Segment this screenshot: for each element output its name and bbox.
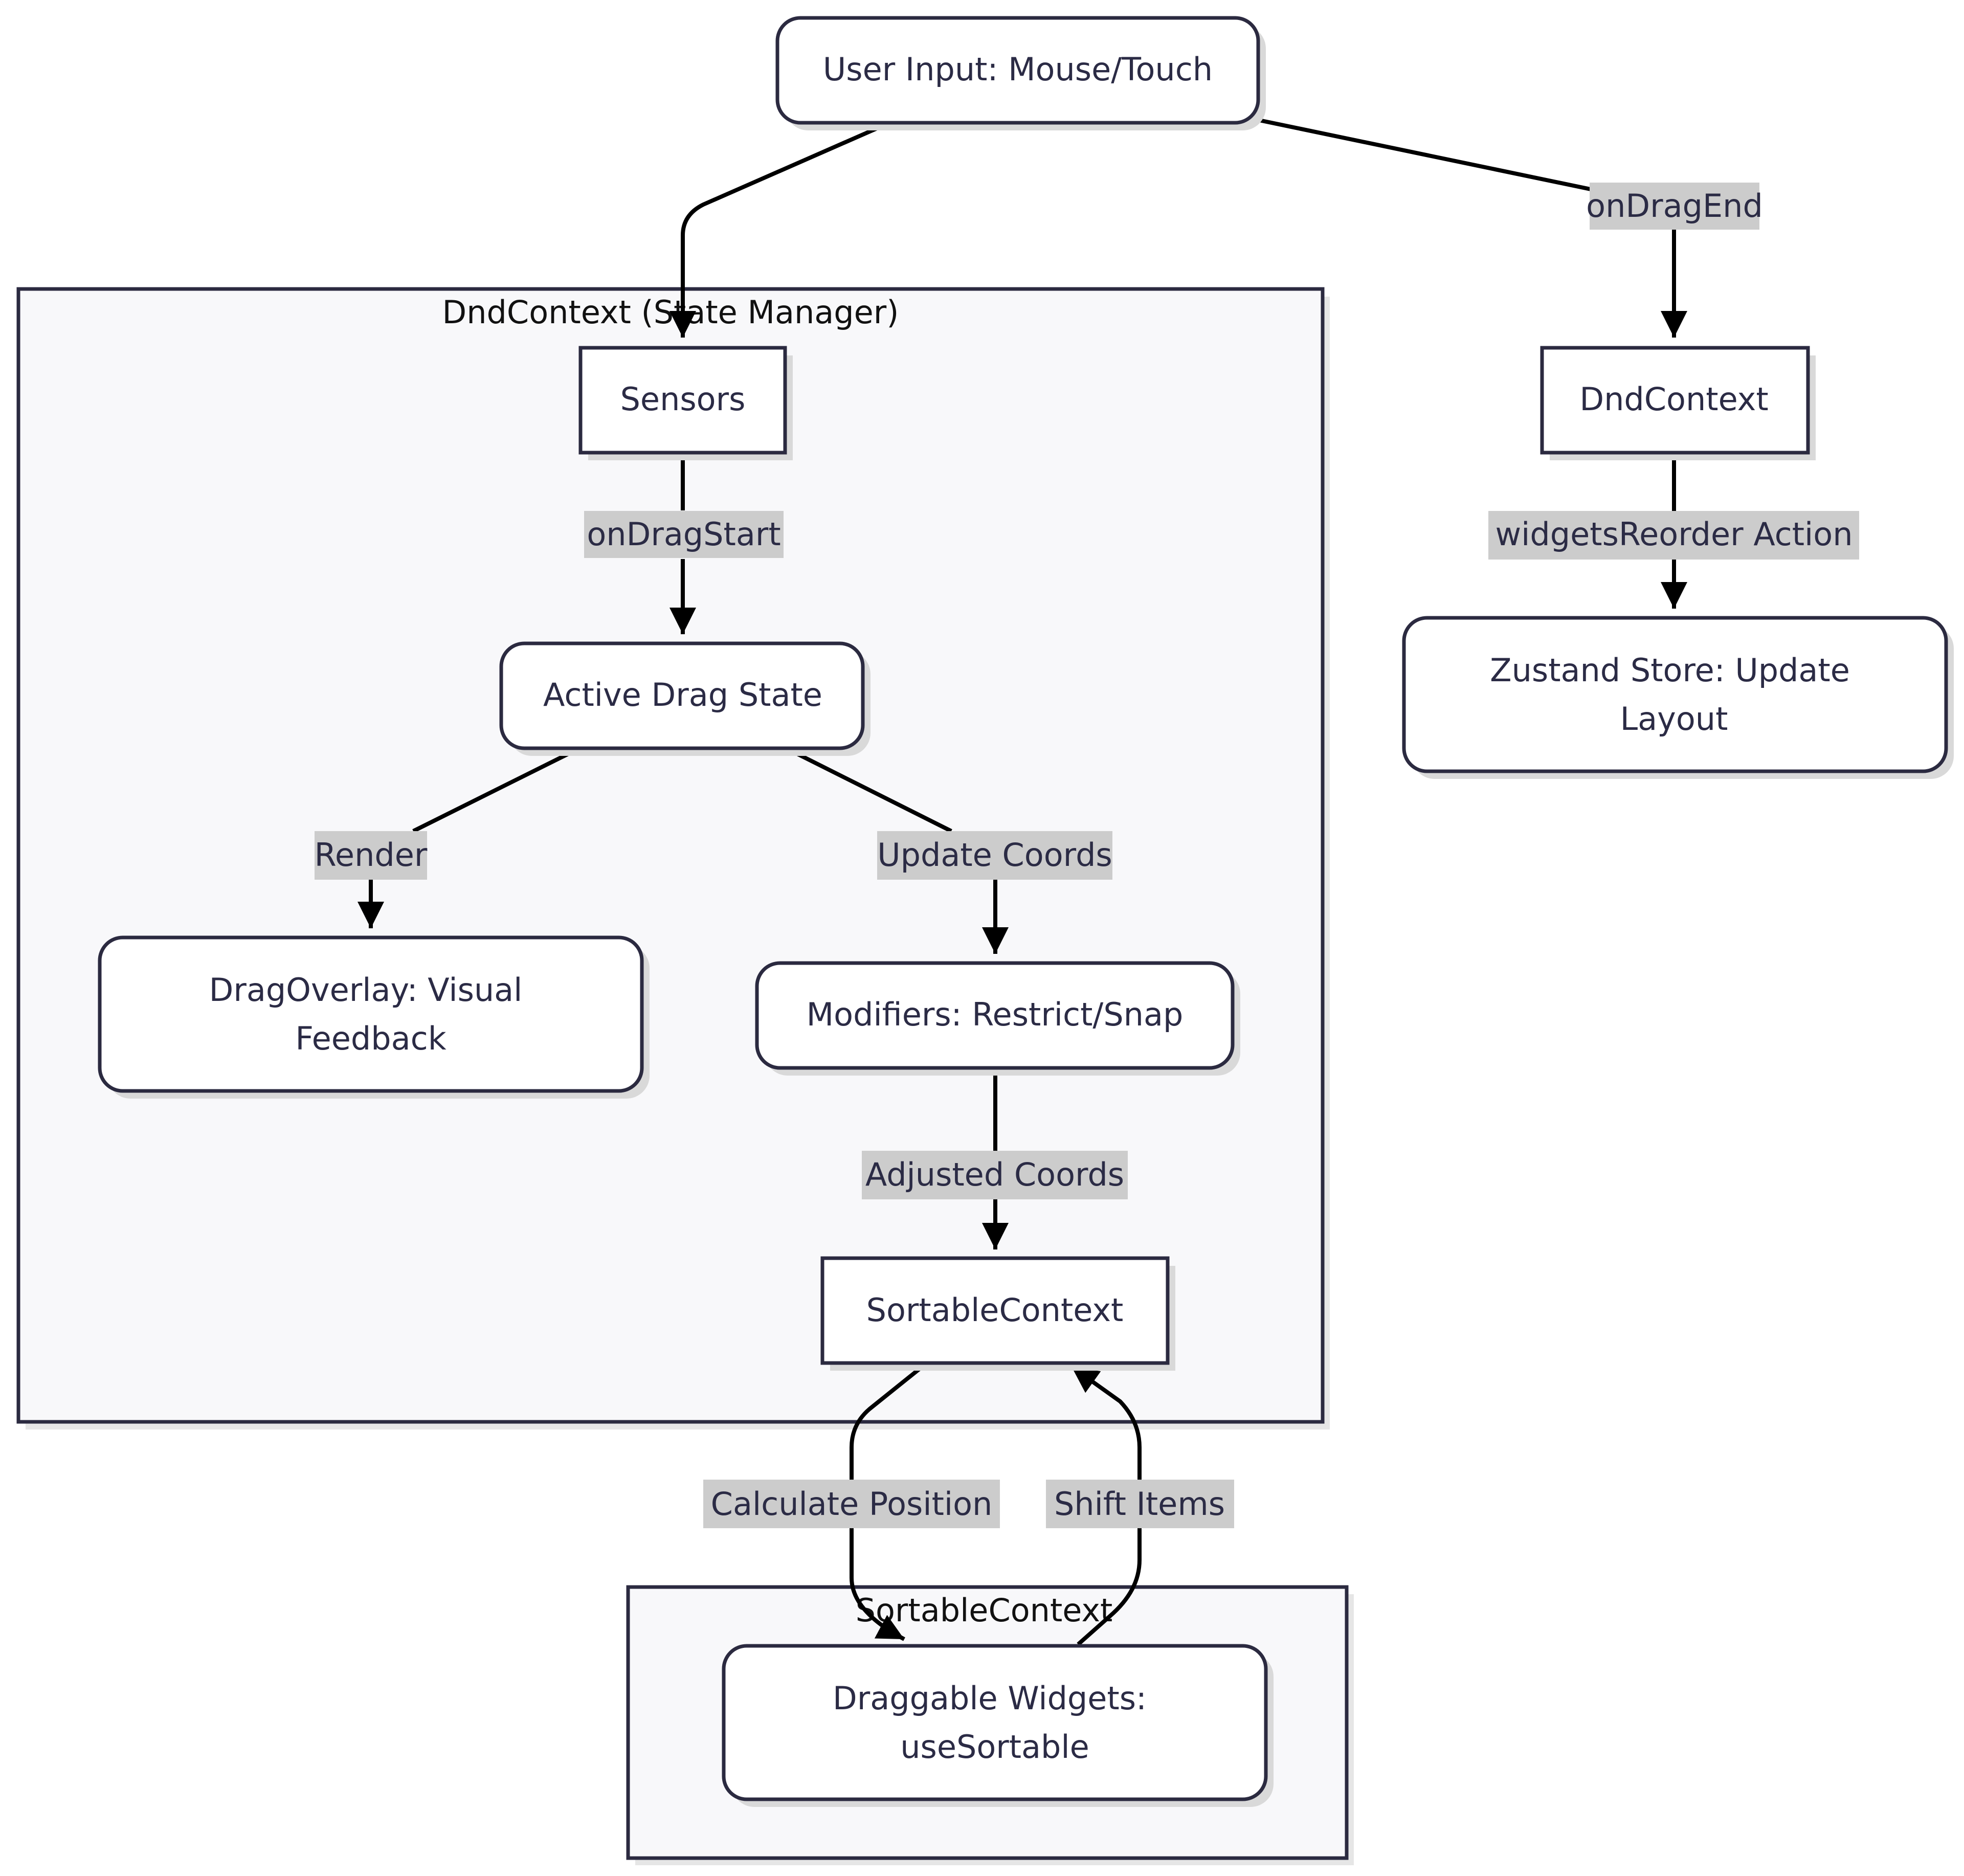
edge-dndcontext-to-zustand: widgetsReorder Action bbox=[1488, 453, 1859, 609]
node-draggable-widgets-line-2: useSortable bbox=[900, 1728, 1089, 1766]
node-active-drag-state-label: Active Drag State bbox=[543, 676, 822, 713]
edge-label-bg bbox=[703, 1480, 1000, 1528]
node-drag-overlay[interactable]: DragOverlay: Visual Feedback bbox=[98, 935, 650, 1099]
node-draggable-widgets-line-1: Draggable Widgets: bbox=[833, 1680, 1147, 1717]
edge-active-to-modifiers: Update Coords bbox=[785, 746, 1112, 954]
cluster-sortable-title: SortableContext bbox=[856, 1592, 1113, 1629]
edge-label-bg bbox=[584, 511, 784, 558]
edge-label-bg bbox=[1590, 183, 1759, 230]
edge-label-on-drag-end: onDragEnd bbox=[1586, 187, 1763, 225]
edge-label-bg bbox=[877, 831, 1112, 880]
node-user-input-label: User Input: Mouse/Touch bbox=[823, 51, 1213, 88]
edge-label-widgets-reorder-action: widgetsReorder Action bbox=[1495, 516, 1853, 553]
edge-label-bg bbox=[862, 1151, 1128, 1199]
edge-sortable-to-draggable: Calculate Position bbox=[703, 1361, 1000, 1641]
node-sensors-label: Sensors bbox=[620, 381, 746, 418]
cluster-state-manager-title: DndContext (State Manager) bbox=[442, 294, 899, 331]
node-drag-overlay-line-1: DragOverlay: Visual bbox=[209, 971, 523, 1009]
node-sensors[interactable]: Sensors bbox=[578, 346, 793, 460]
node-sortable-context-label: SortableContext bbox=[866, 1291, 1124, 1329]
edge-label-adjusted-coords: Adjusted Coords bbox=[865, 1156, 1124, 1193]
edge-label-calculate-position: Calculate Position bbox=[711, 1485, 993, 1523]
node-modifiers-label: Modifiers: Restrict/Snap bbox=[807, 996, 1184, 1033]
edge-user-to-dndcontext: onDragEnd bbox=[1259, 118, 1763, 338]
edge-label-on-drag-start: onDragStart bbox=[587, 516, 780, 553]
edge-label-update-coords: Update Coords bbox=[877, 836, 1112, 874]
node-zustand-store-line-1: Zustand Store: Update bbox=[1490, 652, 1850, 689]
node-drag-overlay-line-2: Feedback bbox=[295, 1020, 446, 1057]
node-dnd-context[interactable]: DndContext bbox=[1540, 346, 1816, 460]
edge-label-render: Render bbox=[315, 836, 428, 874]
edge-user-to-sensors bbox=[669, 122, 888, 338]
node-active-drag-state[interactable]: Active Drag State bbox=[499, 641, 871, 756]
edge-label-bg bbox=[1488, 511, 1859, 560]
edge-modifiers-to-sortable: Adjusted Coords bbox=[862, 1068, 1128, 1249]
edge-sensors-to-active-drag: onDragStart bbox=[584, 453, 784, 634]
node-zustand-store-line-2: Layout bbox=[1620, 700, 1728, 738]
node-dnd-context-label: DndContext bbox=[1579, 381, 1768, 418]
node-draggable-widgets[interactable]: Draggable Widgets: useSortable bbox=[722, 1644, 1274, 1807]
edge-label-shift-items: Shift Items bbox=[1054, 1485, 1225, 1523]
edge-label-bg bbox=[1046, 1480, 1234, 1528]
node-user-input[interactable]: User Input: Mouse/Touch bbox=[775, 16, 1266, 130]
edge-active-to-overlay: Render bbox=[315, 746, 581, 928]
node-sortable-context[interactable]: SortableContext bbox=[820, 1256, 1175, 1371]
node-modifiers[interactable]: Modifiers: Restrict/Snap bbox=[755, 961, 1240, 1076]
edge-draggable-to-sortable: Shift Items bbox=[1046, 1365, 1234, 1646]
node-zustand-store[interactable]: Zustand Store: Update Layout bbox=[1402, 616, 1954, 779]
edge-label-bg bbox=[315, 831, 427, 880]
